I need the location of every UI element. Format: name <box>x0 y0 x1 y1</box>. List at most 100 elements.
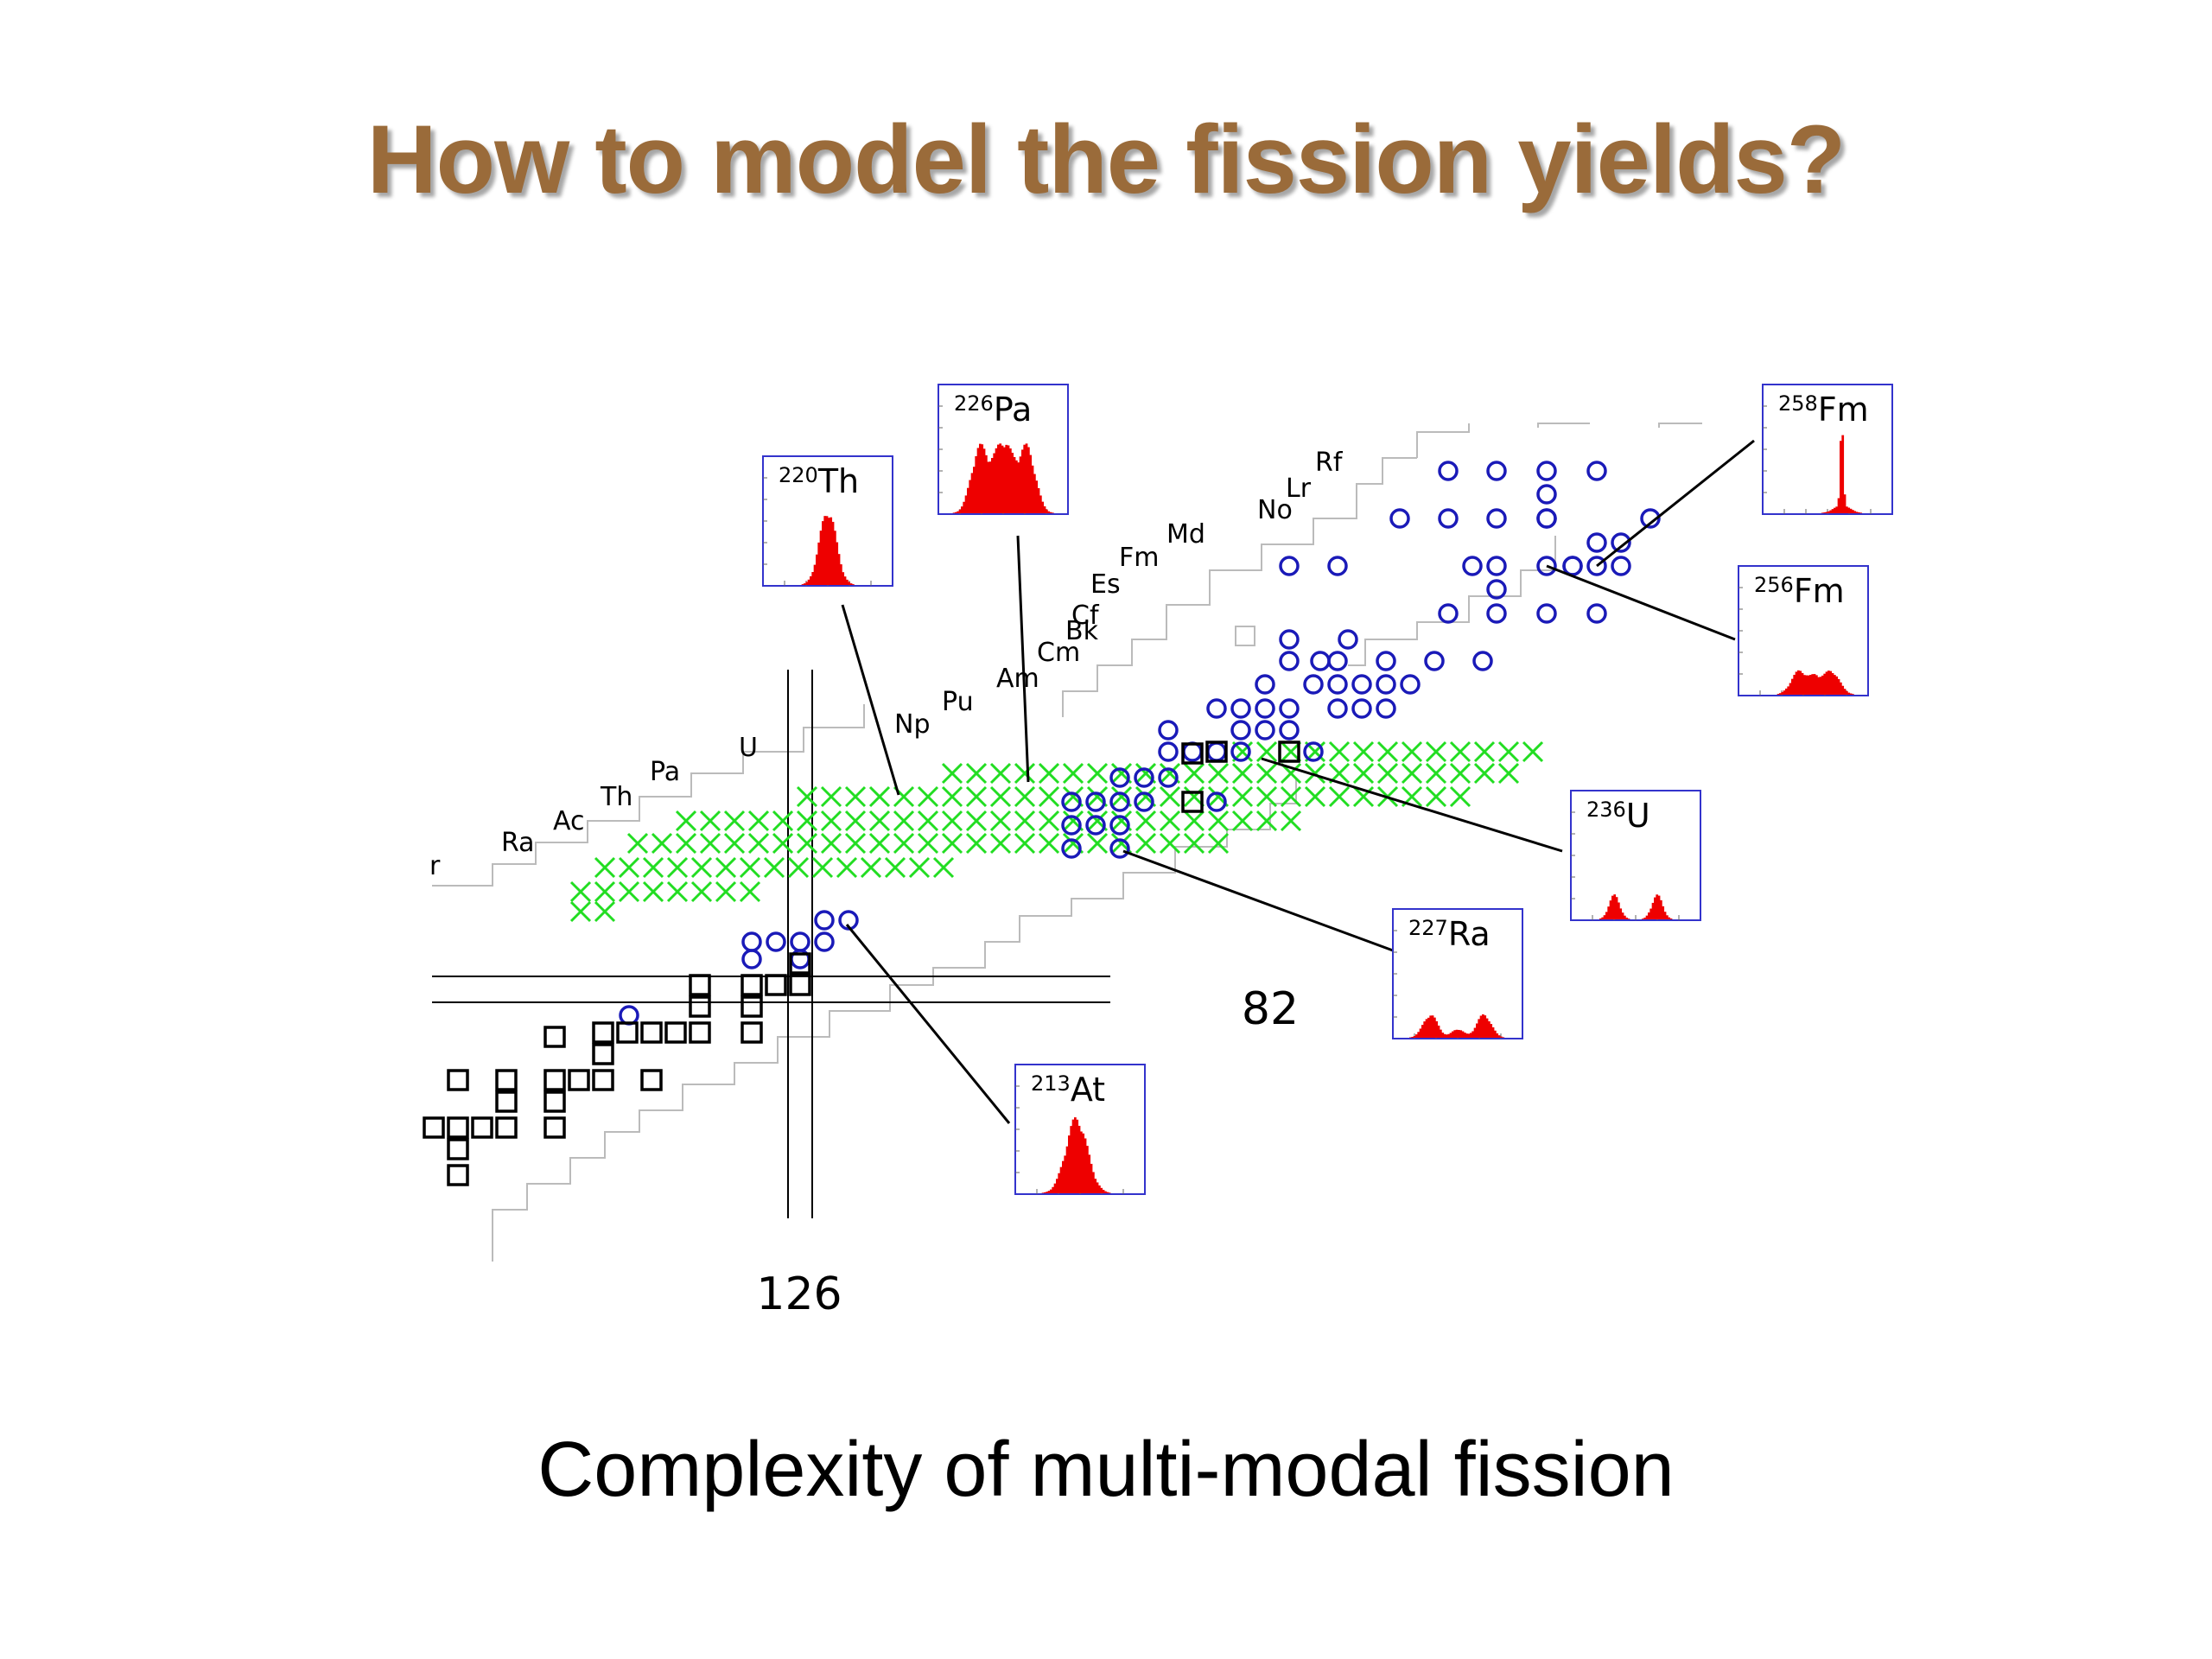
yield-bar <box>1781 691 1784 695</box>
cross-marker <box>836 856 858 879</box>
yield-bar <box>1065 1146 1069 1193</box>
yield-bar <box>1047 511 1051 513</box>
yield-bar <box>1041 1192 1045 1193</box>
yield-bar <box>1046 1192 1049 1193</box>
yield-bar <box>1853 511 1857 513</box>
cross-marker <box>1135 832 1157 855</box>
circle-marker <box>1472 651 1493 671</box>
slide-title: How to model the fission yields? <box>366 105 1846 213</box>
yield-bar <box>1049 512 1052 513</box>
cross-marker <box>618 880 640 903</box>
cross-marker <box>965 810 988 832</box>
cross-marker <box>884 856 906 879</box>
cross-marker <box>917 785 939 808</box>
yield-bar <box>1855 512 1859 513</box>
yield-bar <box>1044 1192 1046 1193</box>
yield-bar <box>1427 1017 1430 1038</box>
cross-marker <box>820 832 842 855</box>
yield-bar <box>1488 1020 1491 1038</box>
yield-bar <box>1415 1034 1418 1038</box>
yield-bar <box>1070 1126 1073 1193</box>
yield-bar <box>1064 1155 1067 1193</box>
yield-bar <box>987 461 990 513</box>
yield-bar <box>973 467 976 513</box>
circle-marker <box>1611 556 1631 576</box>
circle-marker <box>1536 556 1557 576</box>
cross-marker <box>594 900 616 923</box>
yield-bar <box>970 473 974 513</box>
circle-marker <box>1327 556 1348 576</box>
cross-marker <box>1183 762 1205 785</box>
leader-lines <box>841 439 1755 1124</box>
yield-bar <box>1484 1015 1487 1038</box>
yield-bar <box>1777 694 1780 695</box>
yield-bar <box>958 509 962 513</box>
circle-marker <box>790 931 810 952</box>
element-label: Cf <box>1071 601 1100 631</box>
yield-bar <box>1090 1163 1093 1193</box>
inset-label: 236U <box>1586 797 1650 835</box>
cross-marker <box>1497 762 1520 785</box>
square-marker <box>741 974 763 996</box>
inset-label: 213At <box>1031 1071 1105 1109</box>
yield-inset: 236U <box>1570 790 1701 921</box>
yield-bar <box>1043 506 1046 513</box>
element-label: Bk <box>1065 616 1099 646</box>
yield-bar <box>1660 899 1662 919</box>
yield-bar <box>1831 673 1834 695</box>
yield-bar <box>1835 506 1839 513</box>
yield-bar <box>1108 1192 1111 1193</box>
yield-bar <box>1052 512 1054 513</box>
circle-marker <box>1400 674 1421 695</box>
yield-bar <box>1779 693 1782 695</box>
cross-marker <box>675 832 697 855</box>
yield-bar <box>1668 917 1671 919</box>
yield-bar <box>1433 1017 1436 1038</box>
yield-bar <box>1452 1031 1454 1038</box>
cross-marker <box>989 762 1012 785</box>
element-label: Cm <box>1037 638 1080 668</box>
circle-marker <box>1303 741 1324 762</box>
cross-marker <box>569 880 592 903</box>
yield-bar <box>1809 675 1812 695</box>
yield-bar <box>975 455 978 513</box>
yield-bar <box>1817 677 1821 695</box>
inset-label: 220Th <box>779 462 859 500</box>
yield-bar <box>1605 912 1608 919</box>
circle-marker <box>1158 767 1179 788</box>
circle-marker <box>1438 603 1459 624</box>
yield-bar <box>1086 1146 1089 1193</box>
yield-bar <box>1801 672 1804 695</box>
yield-bar <box>1840 682 1842 695</box>
yield-bar <box>804 583 806 585</box>
cross-marker <box>594 880 616 903</box>
cross-marker <box>989 785 1012 808</box>
cross-marker <box>1255 762 1278 785</box>
yield-bar <box>1811 674 1815 695</box>
cross-marker <box>844 810 867 832</box>
cross-marker <box>820 810 842 832</box>
circle-marker <box>1376 698 1396 719</box>
yield-bar <box>988 461 992 513</box>
yield-bar <box>1490 1024 1493 1038</box>
cross-marker <box>666 880 689 903</box>
yield-bar <box>1041 501 1045 513</box>
cross-marker <box>747 810 770 832</box>
yield-bar <box>1435 1020 1439 1038</box>
cross-marker <box>1473 762 1496 785</box>
cross-marker <box>1014 762 1036 785</box>
yield-bar <box>1011 453 1014 513</box>
leader-line <box>1122 849 1394 952</box>
yield-bar <box>976 448 980 513</box>
yield-bar <box>1058 1173 1061 1193</box>
cross-marker <box>1183 832 1205 855</box>
circle-marker <box>1438 461 1459 481</box>
circle-marker <box>1376 674 1396 695</box>
yield-bar <box>1009 448 1012 513</box>
cross-marker <box>917 832 939 855</box>
yield-bar <box>1053 1183 1057 1193</box>
yield-bar <box>1787 686 1790 695</box>
yield-bar <box>991 458 994 513</box>
yield-bar <box>1624 915 1626 919</box>
